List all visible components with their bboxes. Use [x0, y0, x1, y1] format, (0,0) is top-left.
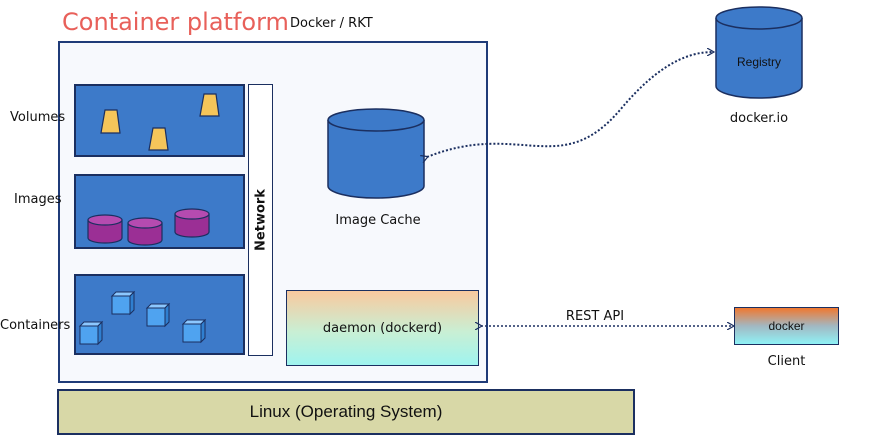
os-label: Linux (Operating System) [249, 402, 443, 421]
container-cube [78, 320, 104, 346]
volume-shape [100, 109, 121, 134]
volume-shape [199, 93, 220, 117]
volumes-label: Volumes [10, 110, 66, 125]
platform-subtitle: Docker / RKT [290, 16, 373, 31]
network-bar: Network [248, 84, 273, 356]
containers-label: Containers [0, 318, 71, 333]
rest-api-label: REST API [565, 309, 625, 324]
platform-title: Container platform [62, 8, 289, 36]
container-cube [110, 290, 136, 316]
image-disk [174, 208, 210, 238]
container-cube [181, 318, 207, 344]
containers-panel [74, 274, 245, 355]
volumes-shapes [100, 93, 220, 151]
containers-shapes [78, 290, 207, 346]
images-label: Images [14, 192, 62, 207]
client-label: docker [768, 319, 805, 333]
daemon-box: daemon (dockerd) [286, 290, 479, 366]
registry-caption: docker.io [729, 111, 789, 126]
daemon-label: daemon (dockerd) [322, 320, 443, 336]
registry-to-cache-connector [427, 52, 713, 157]
registry-label: Registry [736, 55, 781, 69]
images-panel [74, 174, 245, 249]
volume-shape [148, 127, 169, 151]
container-cube [145, 302, 171, 328]
client-caption: Client [767, 354, 806, 369]
os-box: Linux (Operating System) [57, 389, 635, 435]
registry-cylinder [715, 6, 803, 99]
image-cache-label: Image Cache [335, 213, 421, 228]
image-disk [127, 217, 163, 246]
image-disk [87, 214, 123, 244]
client-box: docker [734, 307, 839, 345]
images-shapes [87, 208, 210, 246]
image-cache-cylinder [327, 108, 425, 199]
volumes-panel [74, 84, 245, 157]
